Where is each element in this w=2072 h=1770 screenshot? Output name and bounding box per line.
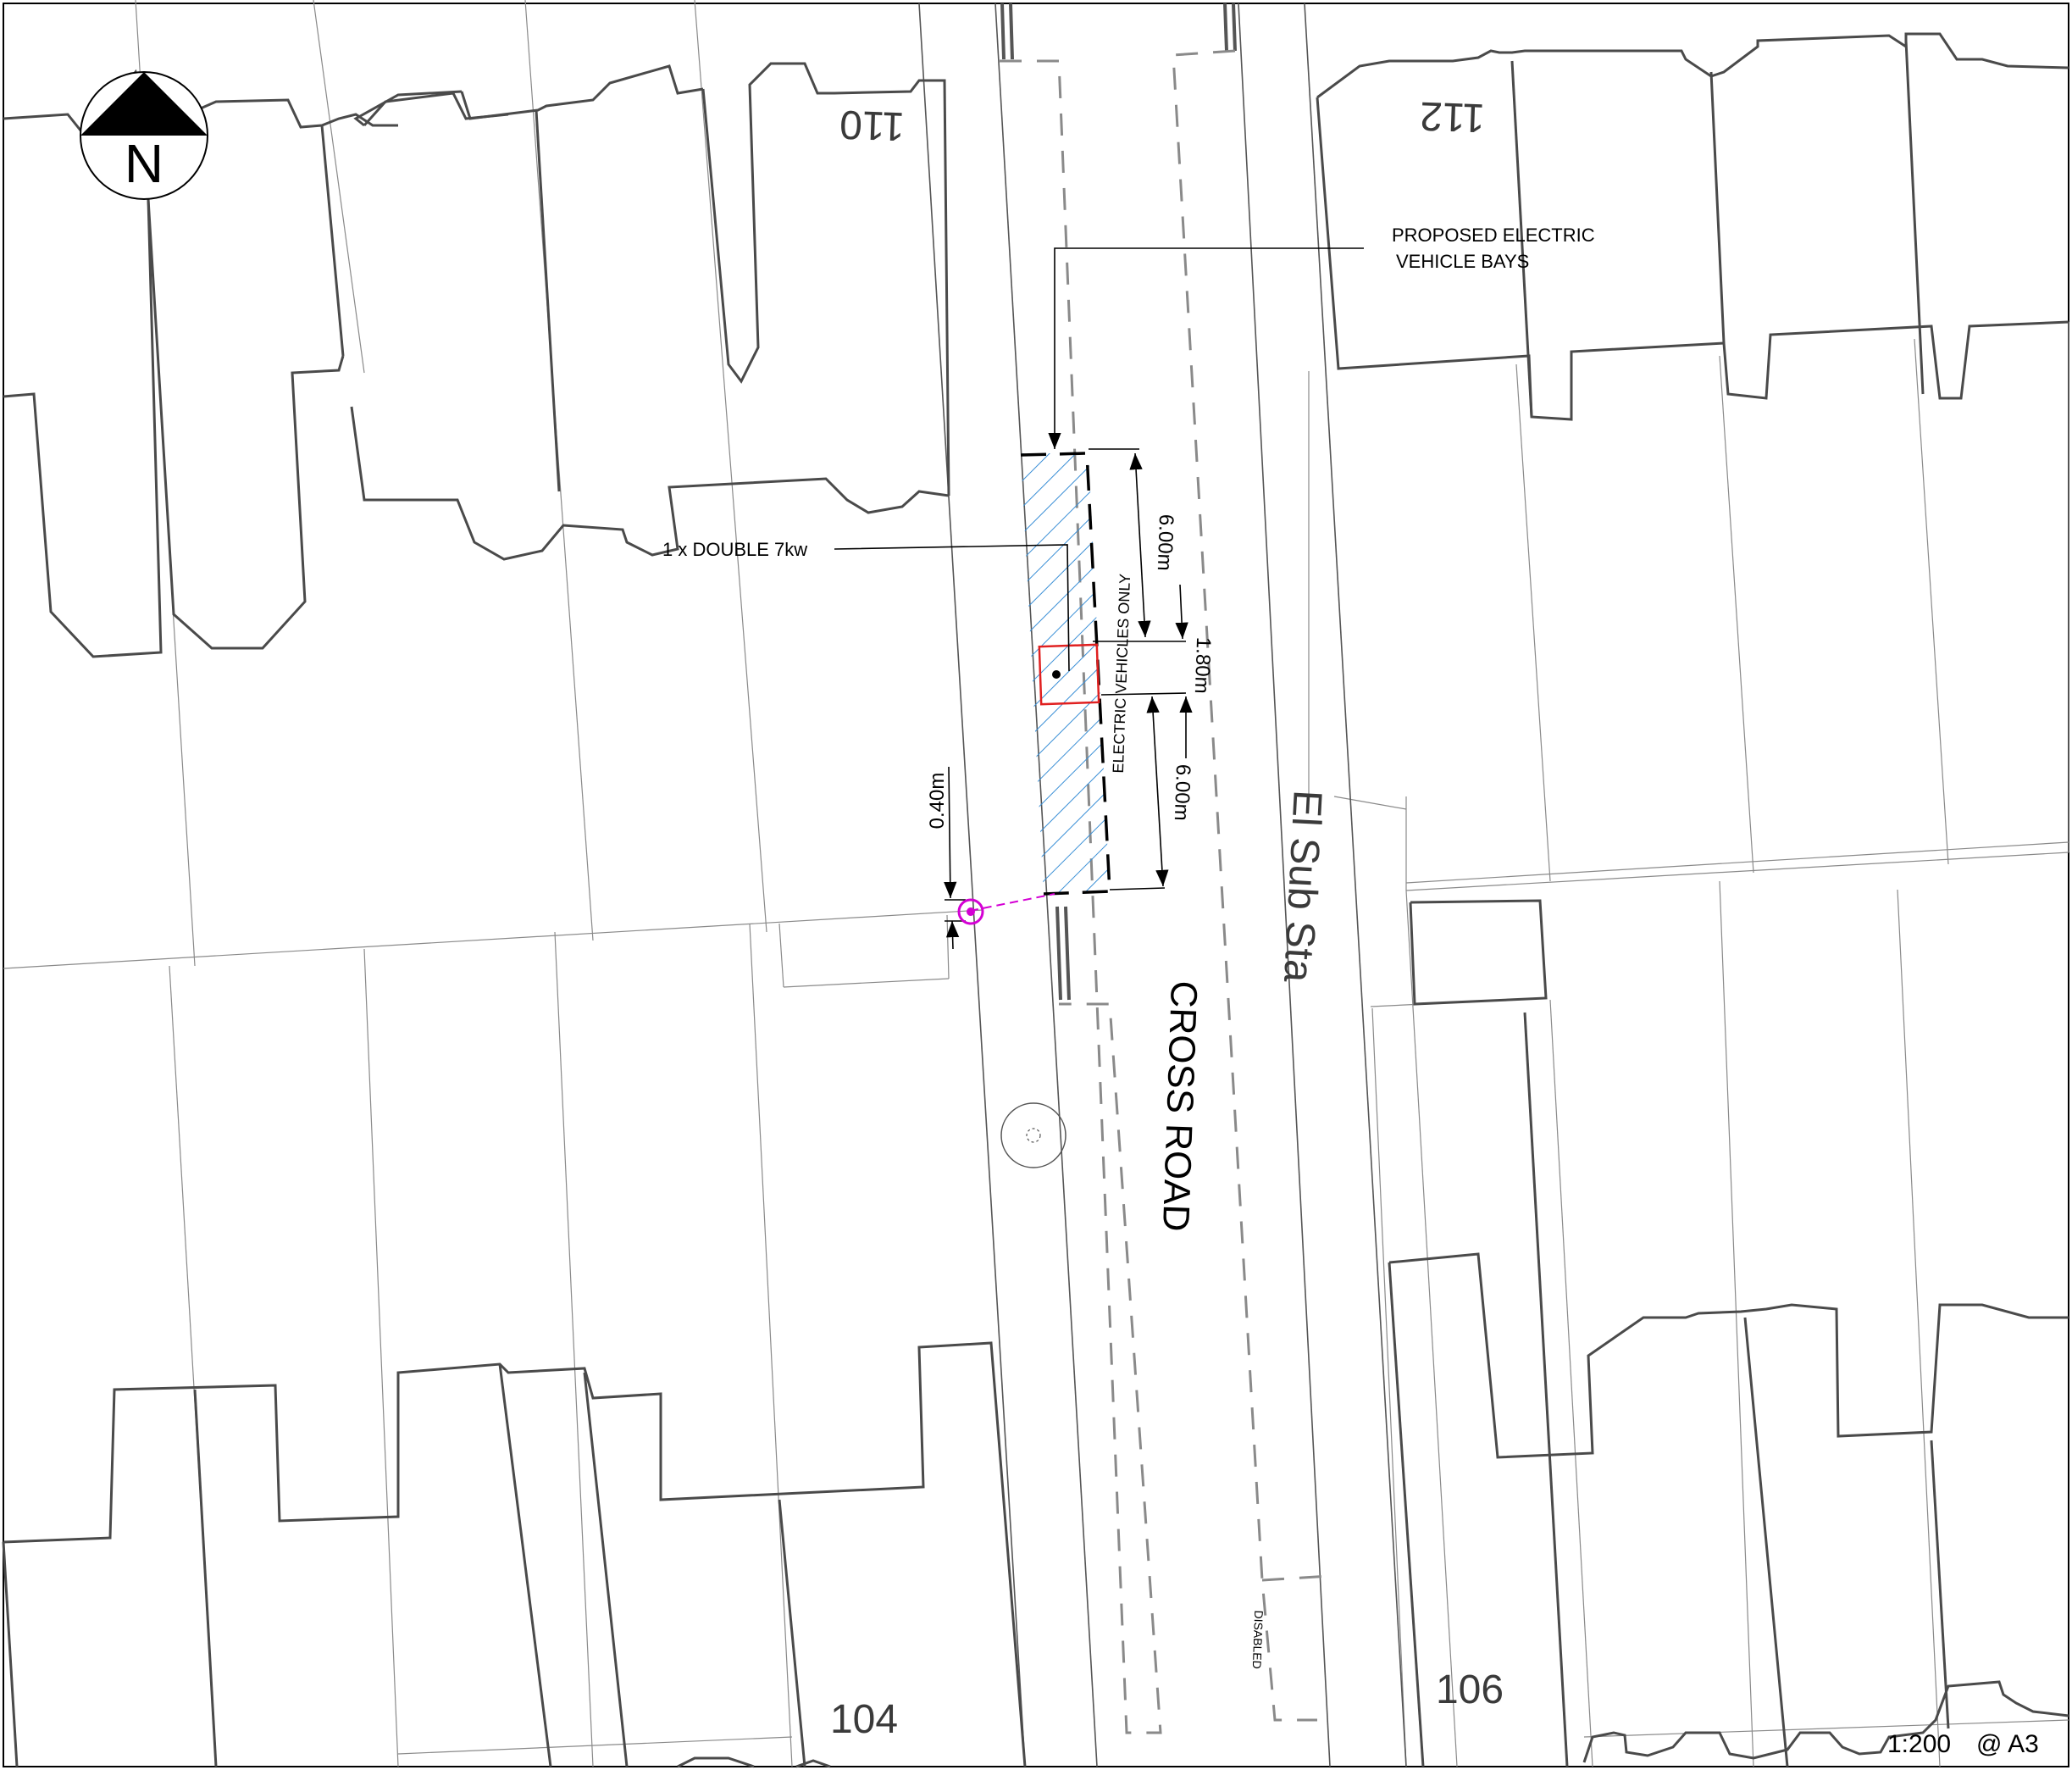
sheet-border bbox=[3, 3, 2069, 1767]
ev-bays: ELECTRIC VEHICLES ONLY bbox=[1020, 452, 1133, 896]
house-number-110: 110 bbox=[839, 102, 905, 149]
feeder-pillar bbox=[957, 893, 1055, 925]
house-number-104: 104 bbox=[830, 1697, 898, 1742]
proposed-label-line2: VEHICLE BAYS bbox=[1396, 251, 1529, 272]
bay-marking: ELECTRIC VEHICLES ONLY bbox=[1110, 574, 1133, 774]
plot-boundaries bbox=[3, 0, 2069, 1767]
road-name: CROSS ROAD bbox=[1155, 980, 1205, 1232]
parking-bay-markings bbox=[1000, 49, 1331, 1734]
north-arrow: N bbox=[80, 71, 208, 200]
substation-label: El Sub Sta bbox=[1275, 789, 1330, 984]
dim-upper-label: 6.00m bbox=[1153, 513, 1177, 571]
charger-point bbox=[1052, 670, 1061, 679]
buildings bbox=[2, 32, 2069, 1768]
sheet-label: @ A3 bbox=[1976, 1730, 2039, 1758]
disabled-marking: DISABLED bbox=[1250, 1610, 1266, 1669]
tree-symbol bbox=[1000, 1102, 1066, 1168]
scale-label: 1:200 bbox=[1887, 1730, 1951, 1758]
house-number-106: 106 bbox=[1436, 1667, 1504, 1712]
house-number-112: 112 bbox=[1419, 93, 1485, 141]
dim-gap-label: 1.80m bbox=[1190, 636, 1215, 694]
road-edges bbox=[918, 3, 1407, 1767]
proposed-label-line1: PROPOSED ELECTRIC bbox=[1392, 225, 1595, 246]
dim-lower-label: 6.00m bbox=[1170, 763, 1194, 821]
dim-offset-label: 0.40m bbox=[926, 773, 949, 830]
charger-label: 1 x DOUBLE 7kw bbox=[662, 539, 807, 560]
annotations: PROPOSED ELECTRIC VEHICLE BAYS 1 x DOUBL… bbox=[662, 225, 1595, 672]
north-label: N bbox=[125, 133, 163, 194]
